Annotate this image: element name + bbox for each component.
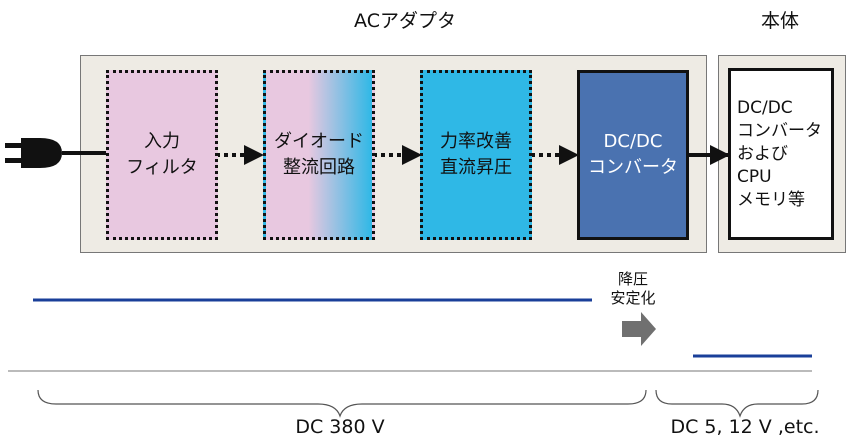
body-dcdc-cpu-block: DC/DC コンバータ および CPU メモリ等 <box>728 68 834 240</box>
diode-rectifier-block: ダイオード 整流回路 <box>263 70 375 240</box>
dc-380v-label: DC 380 V <box>295 416 385 438</box>
pfc-boost-label: 力率改善 直流昇圧 <box>440 131 512 178</box>
dcdc-converter-block: DC/DC コンバータ <box>577 70 689 240</box>
input-filter-block: 入力 フィルタ <box>106 70 218 240</box>
brace-left <box>37 389 647 418</box>
pfc-boost-block: 力率改善 直流昇圧 <box>420 70 532 240</box>
step-down-arrow-icon <box>622 312 656 346</box>
dcdc-converter-label: DC/DC コンバータ <box>588 131 678 178</box>
ac-adapter-title: ACアダプタ <box>354 10 456 32</box>
step-down-note: 降圧 安定化 <box>610 270 656 307</box>
brace-right <box>655 389 819 418</box>
power-plug-icon <box>5 138 107 168</box>
body-block-label: DC/DC コンバータ および CPU メモリ等 <box>737 97 822 210</box>
dc-low-voltage-label: DC 5, 12 V ,etc. <box>670 416 820 438</box>
input-filter-label: 入力 フィルタ <box>126 131 198 178</box>
diode-rectifier-label: ダイオード 整流回路 <box>274 131 364 178</box>
body-title: 本体 <box>760 10 799 32</box>
